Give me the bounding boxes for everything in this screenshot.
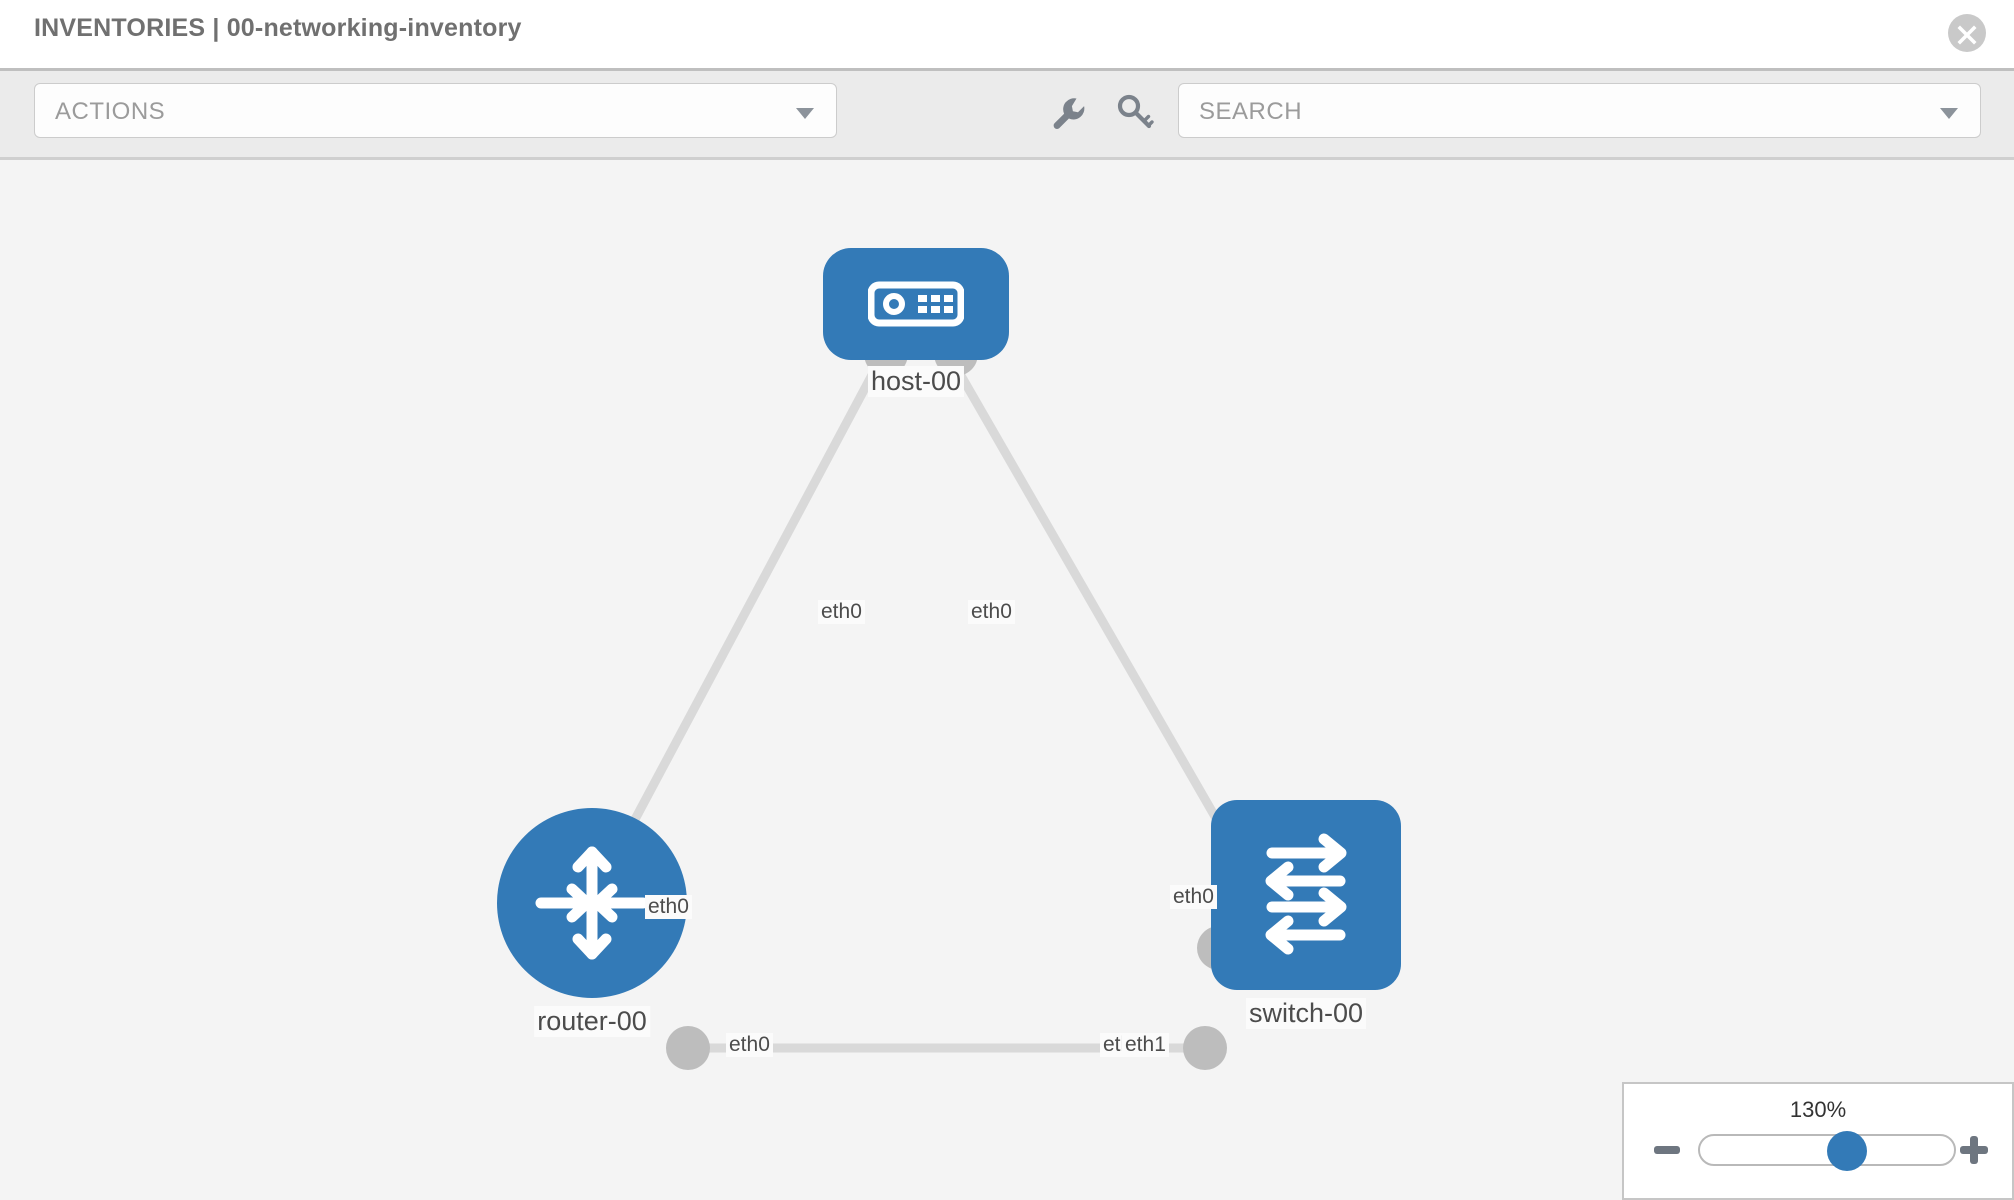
zoom-slider[interactable] [1698,1131,1956,1171]
close-button[interactable] [1948,14,1986,52]
search-placeholder: SEARCH [1199,98,1303,125]
server-icon [868,281,964,327]
iface-dot-router00-eth0[interactable] [666,1026,710,1070]
router-arrows-icon [535,846,649,960]
page-title: INVENTORIES | 00-networking-inventory [34,14,522,42]
key-icon[interactable] [1115,92,1155,132]
node-switch-00-label: switch-00 [1245,998,1367,1029]
key-glyph [1117,94,1154,129]
chevron-down-icon[interactable] [1940,108,1958,119]
topology-canvas[interactable]: host-00 router-00 [0,160,2014,1200]
node-router-00-label: router-00 [534,1006,650,1037]
edge-label-router00-eth0-up[interactable]: eth0 [645,895,692,919]
link-host00-switch00 [948,357,1244,863]
zoom-level-label: 130% [1789,1097,1847,1122]
zoom-control-panel: 130% [1622,1082,2014,1200]
link-host00-router00 [588,357,884,903]
close-icon [1957,25,1977,45]
actions-dropdown[interactable]: ACTIONS [34,83,837,138]
node-host-00-label: host-00 [867,366,965,397]
node-router-00-shape[interactable] [497,808,687,998]
iface-dot-switch00-eth1[interactable] [1183,1026,1227,1070]
zoom-out-button[interactable] [1654,1146,1680,1154]
edge-label-router00-eth0-side[interactable]: eth0 [726,1033,773,1057]
zoom-in-button[interactable] [1960,1135,1988,1165]
wrench-glyph [1053,98,1085,129]
node-router-00[interactable]: router-00 [497,808,687,1037]
switch-arrows-icon [1265,833,1347,955]
search-input[interactable]: SEARCH [1178,83,1981,138]
toolbar: ACTIONS SEARCH [0,68,2014,160]
node-host-00[interactable]: host-00 [823,248,1009,397]
edge-label-switch00-eth1-side[interactable]: eth1 [1122,1033,1169,1057]
node-switch-00-shape[interactable] [1211,800,1401,990]
edge-label-host00-eth0-left[interactable]: eth0 [818,600,865,624]
wrench-icon[interactable] [1047,92,1087,132]
node-switch-00[interactable]: switch-00 [1211,800,1401,1029]
actions-dropdown-label: ACTIONS [55,98,166,125]
edge-label-host00-eth0-right[interactable]: eth0 [968,600,1015,624]
node-host-00-shape[interactable] [823,248,1009,360]
page-header: INVENTORIES | 00-networking-inventory [0,0,2014,68]
chevron-down-icon [796,108,814,119]
zoom-slider-thumb[interactable] [1827,1131,1868,1171]
edge-label-switch00-eth0-up[interactable]: eth0 [1170,885,1217,909]
